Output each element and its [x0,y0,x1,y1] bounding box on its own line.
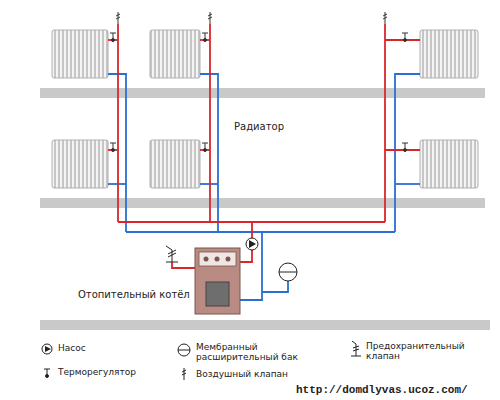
expansion-tank [279,263,297,281]
boiler-label: Отопительный котёл [78,289,190,301]
legend-label: Терморегулятор [58,367,136,377]
radiator-label: Радиатор [234,121,284,133]
safety-valve [166,246,178,262]
boiler [195,248,240,314]
watermark: http://domdlyvas.ucoz.com/ [296,384,468,397]
thermostat-valve [110,33,408,152]
legend-label: Предохранительный клапан [366,341,478,362]
legend-symbol [42,341,361,380]
pump-symbol [246,238,258,250]
legend-label: Мембранный расширительный бак [196,342,314,363]
air-vent [116,12,387,24]
legend-label: Воздушный клапан [196,369,288,379]
floor-slab [40,88,490,330]
supply-pipe [108,24,420,268]
radiator [52,30,478,188]
return-pipe [108,74,420,300]
legend-label: Насос [58,343,86,353]
